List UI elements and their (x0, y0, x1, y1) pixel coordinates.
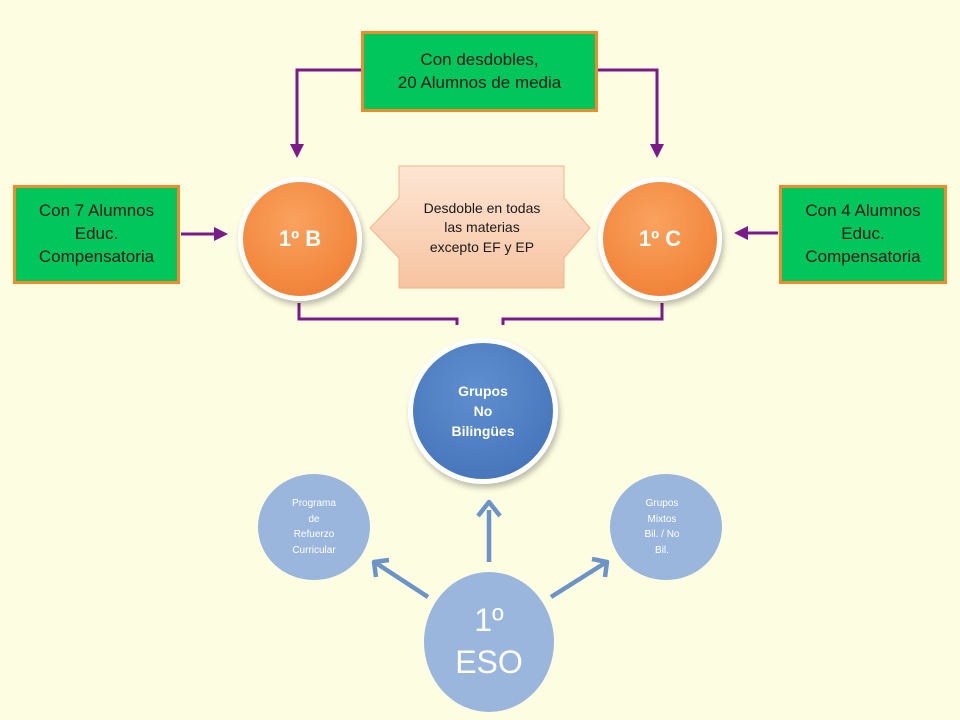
connector-desdobles-to-1c (597, 68, 659, 152)
desdobles-box: Con desdobles, 20 Alumnos de media (361, 31, 598, 112)
arrowhead-eso-left (371, 557, 390, 578)
double-arrow-shape (369, 165, 591, 289)
bracket-1c (501, 303, 664, 325)
eso-circle: 1º ESO (424, 572, 554, 712)
arrowhead-to-1c (650, 144, 664, 158)
arrow-eso-to-mixtos (549, 561, 607, 599)
mixtos-circle: Grupos Mixtos Bil. / No Bil. (610, 474, 722, 580)
arrowhead-to-1b (290, 144, 304, 158)
left-compensatoria-box: Con 7 Alumnos Educ. Compensatoria (13, 185, 180, 284)
connector-desdobles-to-1b (295, 68, 362, 152)
no-bilingues-circle: Grupos No Bilingües (408, 338, 558, 484)
arrowhead-right-box (734, 226, 748, 240)
arrowhead-eso-up (476, 499, 502, 518)
right-compensatoria-box: Con 4 Alumnos Educ. Compensatoria (779, 185, 947, 284)
bracket-1b (297, 303, 459, 325)
arrowhead-left-box (214, 227, 228, 241)
desdoble-label: Desdoble en todas las materias excepto E… (423, 199, 541, 255)
group-1b-circle: 1º B (238, 177, 362, 301)
arrowhead-eso-right (591, 556, 610, 578)
arrow-eso-to-refuerzo (374, 561, 430, 599)
group-1c-circle: 1º C (598, 177, 722, 301)
refuerzo-circle: Programa de Refuerzo Curricular (258, 474, 370, 580)
